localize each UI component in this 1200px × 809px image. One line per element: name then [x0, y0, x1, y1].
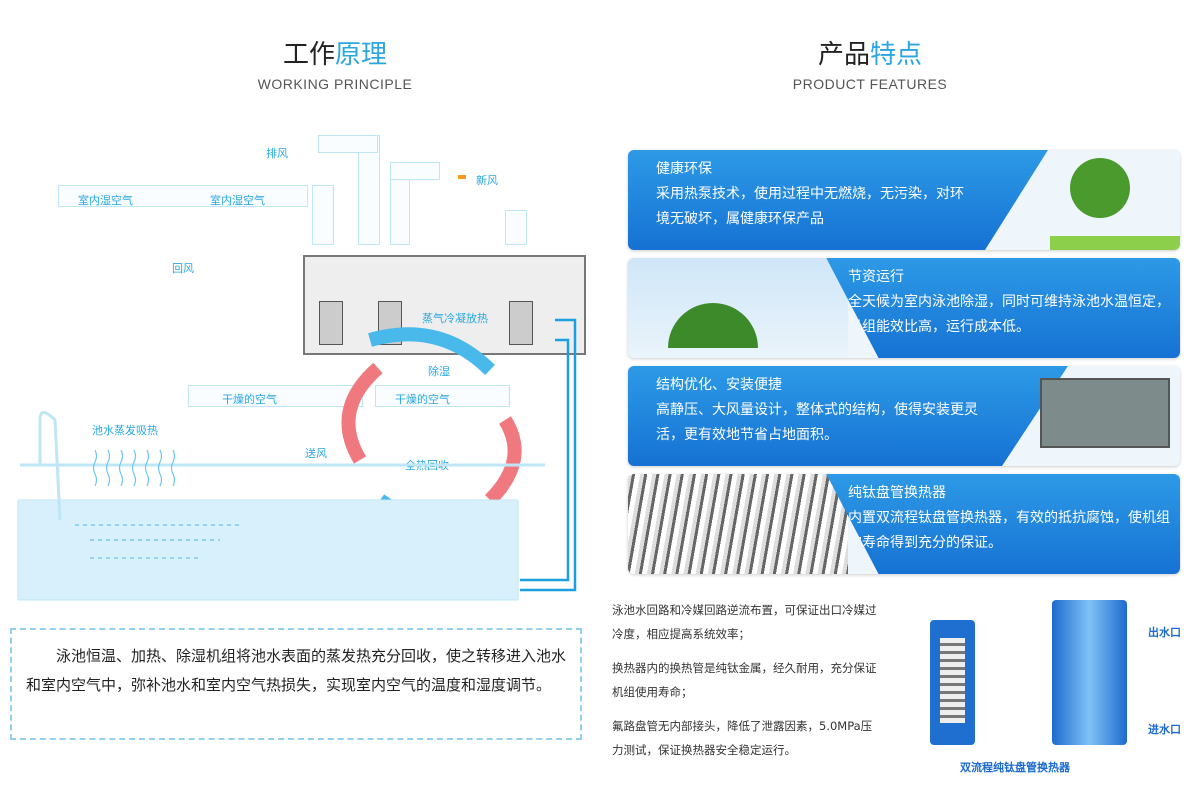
exhaust-label: 排风	[266, 147, 288, 160]
title-part: 工作	[282, 40, 335, 70]
evaporation-waves-icon	[92, 449, 176, 487]
feature-title: 健康环保	[656, 161, 712, 177]
dry-air-label: 干燥的空气	[395, 393, 450, 406]
dry-air-label: 干燥的空气	[222, 393, 277, 406]
heat-exchanger-cutaway-image	[930, 620, 975, 745]
feature-title: 结构优化、安装便捷	[656, 377, 782, 393]
feature-card-eco: 健康环保 采用热泵技术，使用过程中无燃烧，无污染，对环境无破坏，属健康环保产品	[628, 150, 1180, 250]
water-pipe	[520, 338, 570, 582]
return-duct	[58, 185, 308, 207]
pool-water	[17, 499, 519, 601]
feature-text: 全天候为室内泳池除湿，同时可维持泳池水温恒定，机组能效比高，运行成本低。	[848, 294, 1170, 335]
condense-label: 蒸气冷凝放热	[422, 312, 488, 325]
heat-exchanger-section-image	[1052, 600, 1127, 745]
water-ripples	[75, 524, 240, 559]
feature-band: 节资运行 全天候为室内泳池除湿，同时可维持泳池水温恒定，机组能效比高，运行成本低…	[826, 258, 1180, 358]
feature-text: 采用热泵技术，使用过程中无燃烧，无污染，对环境无破坏，属健康环保产品	[656, 186, 964, 227]
exchanger-caption: 双流程纯钛盘管换热器	[960, 761, 1070, 774]
return-duct-riser	[312, 185, 334, 245]
dehumid-label: 除湿	[428, 365, 450, 378]
note-item: 氟路盘管无内部接头，降低了泄露因素，5.0MPa压力测试，保证换热器安全稳定运行…	[612, 719, 873, 757]
warm-arrow-left-icon	[341, 362, 383, 464]
evaporation-label: 池水蒸发吸热	[92, 424, 158, 437]
title-part: 产品	[817, 40, 870, 70]
return-air-label: 回风	[172, 262, 194, 275]
feature-band: 纯钛盘管换热器 内置双流程钛盘管换热器，有效的抵抗腐蚀，使机组的寿命得到充分的保…	[826, 474, 1180, 574]
fresh-air-arrow-icon	[458, 175, 466, 179]
note-item: 泳池水回路和冷媒回路逆流布置，可保证出口冷媒过冷度，相应提高系统效率；	[612, 603, 877, 641]
title-highlight: 原理	[335, 40, 388, 70]
cool-arrow-top-icon	[368, 327, 495, 376]
feature-text: 内置双流程钛盘管换热器，有效的抵抗腐蚀，使机组的寿命得到充分的保证。	[848, 510, 1170, 551]
feature-card-titanium: 纯钛盘管换热器 内置双流程钛盘管换热器，有效的抵抗腐蚀，使机组的寿命得到充分的保…	[628, 474, 1180, 574]
water-inlet-label: 进水口	[1148, 723, 1181, 736]
working-principle-title: 工作原理	[185, 34, 485, 71]
wind-turbine-image	[628, 258, 848, 358]
unit-image	[1040, 378, 1170, 448]
working-principle-diagram: 排风 新风 室内湿空气 室内湿空气 回风 蒸气冷凝放热 除湿 干燥的空气 干燥的…	[0, 120, 600, 610]
exhaust-duct-top	[318, 135, 378, 153]
feature-band: 健康环保 采用热泵技术，使用过程中无燃烧，无污染，对环境无破坏，属健康环保产品	[628, 150, 1048, 250]
title-highlight: 特点	[870, 40, 923, 70]
outlet-stack	[505, 210, 527, 245]
note-item: 换热器内的换热管是纯钛金属，经久耐用，充分保证机组使用寿命；	[612, 661, 877, 699]
grass-image	[1050, 236, 1180, 250]
fresh-duct-top	[390, 162, 440, 180]
exchanger-notes: 泳池水回路和冷媒回路逆流布置，可保证出口冷媒过冷度，相应提高系统效率； 换热器内…	[612, 598, 882, 762]
titanium-coil-image	[628, 474, 848, 574]
feature-card-saving: 节资运行 全天候为室内泳池除湿，同时可维持泳池水温恒定，机组能效比高，运行成本低…	[628, 258, 1180, 358]
feature-band: 结构优化、安装便捷 高静压、大风量设计，整体式的结构，使得安装更灵活，更有效地节…	[628, 366, 1068, 466]
working-principle-subtitle: WORKING PRINCIPLE	[257, 76, 413, 92]
feature-title: 纯钛盘管换热器	[848, 485, 946, 501]
indoor-humid-label: 室内湿空气	[78, 194, 133, 207]
tree-image	[1070, 158, 1130, 218]
indoor-humid-label: 室内湿空气	[210, 194, 265, 207]
supply-air-label: 送风	[305, 447, 327, 460]
water-outlet-label: 出水口	[1148, 626, 1181, 639]
pool-ladder	[38, 411, 62, 521]
feature-card-structure: 结构优化、安装便捷 高静压、大风量设计，整体式的结构，使得安装更灵活，更有效地节…	[628, 366, 1180, 466]
supply-duct-2	[375, 385, 510, 407]
water-pipe	[520, 318, 577, 592]
product-features-subtitle: PRODUCT FEATURES	[792, 76, 948, 92]
feature-text: 高静压、大风量设计，整体式的结构，使得安装更灵活，更有效地节省占地面积。	[656, 402, 978, 443]
warm-arrow-right-icon	[484, 416, 522, 505]
diagram-graphics	[17, 318, 577, 601]
fresh-air-label: 新风	[476, 174, 498, 187]
working-principle-description: 泳池恒温、加热、除湿机组将池水表面的蒸发热充分回收，使之转移进入池水和室内空气中…	[10, 628, 582, 740]
feature-title: 节资运行	[848, 269, 904, 285]
product-features-title: 产品特点	[720, 34, 1020, 71]
